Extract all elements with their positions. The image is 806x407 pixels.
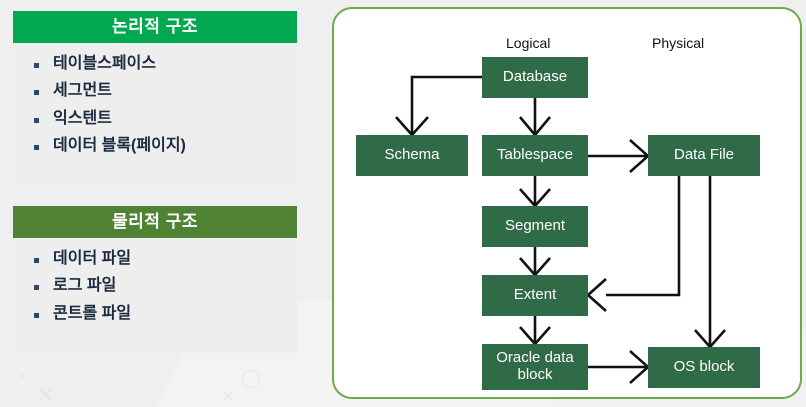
section-header-physical: 물리적 구조 bbox=[13, 206, 297, 238]
list-item: 세그먼트 bbox=[31, 82, 297, 100]
er-diagram-canvas: Logical Physical bbox=[334, 9, 800, 397]
entity-node-oracle-data-block[interactable]: Oracle data block bbox=[482, 344, 588, 390]
bullet-list-logical: 테이블스페이스 세그먼트 익스텐트 데이터 블록(페이지) bbox=[13, 43, 297, 156]
column-label-physical: Physical bbox=[652, 35, 705, 51]
list-item: 콘트롤 파일 bbox=[31, 305, 297, 323]
list-item: 로그 파일 bbox=[31, 277, 297, 295]
list-item: 데이터 파일 bbox=[31, 250, 297, 268]
left-content-column: 논리적 구조 테이블스페이스 세그먼트 익스텐트 데이터 블록(페이지) 물리적… bbox=[0, 0, 320, 407]
column-label-logical: Logical bbox=[506, 35, 551, 51]
bullet-list-physical: 데이터 파일 로그 파일 콘트롤 파일 bbox=[13, 238, 297, 323]
er-connector-lines bbox=[395, 75, 726, 384]
entity-node-segment[interactable]: Segment bbox=[482, 206, 588, 247]
list-item: 데이터 블록(페이지) bbox=[31, 137, 297, 155]
er-diagram-panel: Logical Physical bbox=[332, 7, 802, 399]
entity-node-extent[interactable]: Extent bbox=[482, 275, 588, 316]
section-header-logical: 논리적 구조 bbox=[13, 11, 297, 43]
entity-node-data-file[interactable]: Data File bbox=[648, 135, 760, 176]
bullet-panel-physical: 데이터 파일 로그 파일 콘트롤 파일 bbox=[13, 238, 297, 353]
entity-node-schema[interactable]: Schema bbox=[356, 135, 468, 176]
entity-node-os-block[interactable]: OS block bbox=[648, 347, 760, 388]
bullet-panel-logical: 테이블스페이스 세그먼트 익스텐트 데이터 블록(페이지) bbox=[13, 43, 297, 186]
entity-node-tablespace[interactable]: Tablespace bbox=[482, 135, 588, 176]
list-item: 테이블스페이스 bbox=[31, 55, 297, 73]
entity-node-database[interactable]: Database bbox=[482, 57, 588, 98]
list-item: 익스텐트 bbox=[31, 110, 297, 128]
